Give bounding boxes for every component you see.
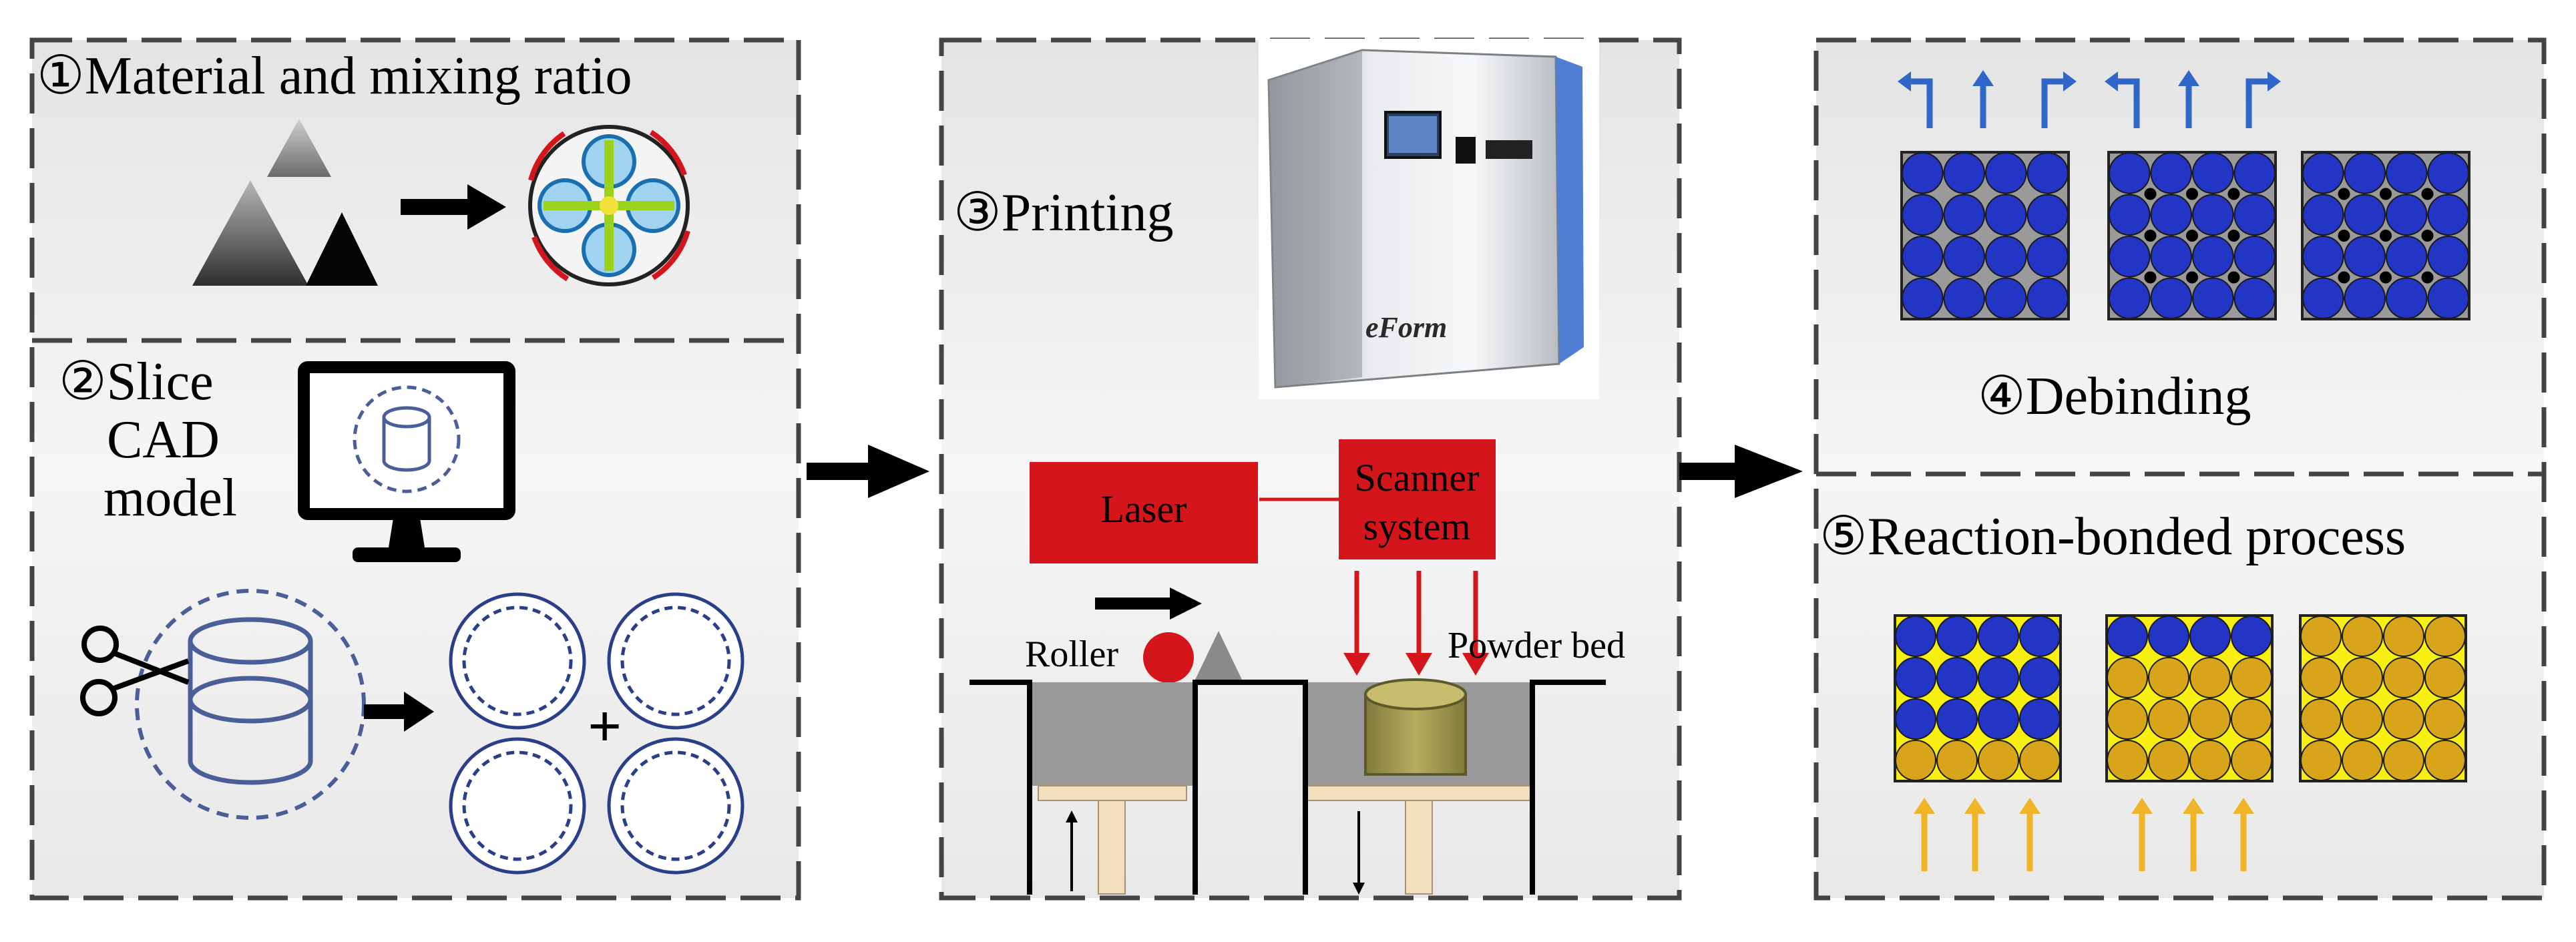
panel3-title: ③Printing xyxy=(953,184,1174,242)
laser-label: Laser xyxy=(1101,487,1187,531)
reaction-arrow-up-6 xyxy=(2233,798,2254,871)
debinding-grid-stage2 xyxy=(2107,151,2277,320)
ball-mill-icon xyxy=(528,125,690,286)
monitor-icon xyxy=(298,361,515,562)
panel-right-frame xyxy=(1813,37,2547,901)
debinding-grid-stage3 xyxy=(2301,151,2471,320)
build-chamber xyxy=(970,678,1606,895)
reaction-arrow-up-3 xyxy=(2019,798,2041,871)
reaction-arrow-up-4 xyxy=(2131,798,2153,871)
roller-direction-arrow xyxy=(1095,587,1202,620)
reaction-arrow-up-2 xyxy=(1964,798,1986,871)
recoater-blade-icon xyxy=(1195,631,1242,680)
debind-arrow-up-1 xyxy=(1972,70,1994,128)
debind-arrow-bent-left-2 xyxy=(2105,71,2140,128)
panel2-title-line3: model xyxy=(103,469,237,527)
debind-arrow-bent-right-2 xyxy=(2245,71,2281,128)
panel2-title-line2: CAD xyxy=(107,411,220,469)
debind-arrow-bent-left-1 xyxy=(1898,71,1933,128)
panel4-title: ④Debinding xyxy=(1978,367,2251,426)
panel2-title-line1: ②Slice xyxy=(59,352,214,411)
reaction-arrow-up-1 xyxy=(1914,798,1935,871)
reaction-grid-stage2 xyxy=(2105,614,2274,782)
scanner-label-line2: system xyxy=(1363,505,1470,548)
reaction-grid-stage1 xyxy=(1894,614,2062,782)
slice-arrow xyxy=(364,692,434,732)
plus-sign: + xyxy=(588,694,622,760)
flow-arrow-2 xyxy=(1679,445,1803,498)
reaction-grid-stage3 xyxy=(2299,614,2467,782)
reaction-arrow-up-5 xyxy=(2183,798,2204,871)
laser-beam-arrows xyxy=(1354,571,1478,661)
roller-icon xyxy=(1143,632,1194,683)
laser-box xyxy=(1030,462,1258,563)
flow-arrow-1 xyxy=(807,445,929,498)
machine-brand-label: eForm xyxy=(1365,311,1447,344)
panel5-title: ⑤Reaction-bonded process xyxy=(1819,507,2406,566)
reaction-infiltration-arrows xyxy=(1914,798,2254,871)
scanner-label-line1: Scanner xyxy=(1355,456,1480,499)
debinding-grid-stage1 xyxy=(1900,151,2070,320)
roller-label: Roller xyxy=(1025,634,1118,675)
slice-circles xyxy=(449,592,744,875)
panel-left-frame xyxy=(29,37,801,901)
printer-machine-image: eForm xyxy=(1259,39,1599,399)
powder-bed-label: Powder bed xyxy=(1448,625,1625,666)
mixing-arrow xyxy=(401,184,506,230)
scanner-box xyxy=(1339,439,1496,559)
debinding-release-arrows xyxy=(1898,70,2281,128)
debind-arrow-bent-right-1 xyxy=(2041,71,2077,128)
debinding-particle-grids xyxy=(1900,151,2471,320)
powder-triangles-icon xyxy=(192,119,378,286)
scissors-icon xyxy=(80,626,190,716)
laser-beam-heads xyxy=(1343,653,1489,676)
reaction-particle-grids xyxy=(1894,614,2467,782)
debind-arrow-up-2 xyxy=(2178,70,2199,128)
panel1-title: ①Material and mixing ratio xyxy=(37,47,632,105)
